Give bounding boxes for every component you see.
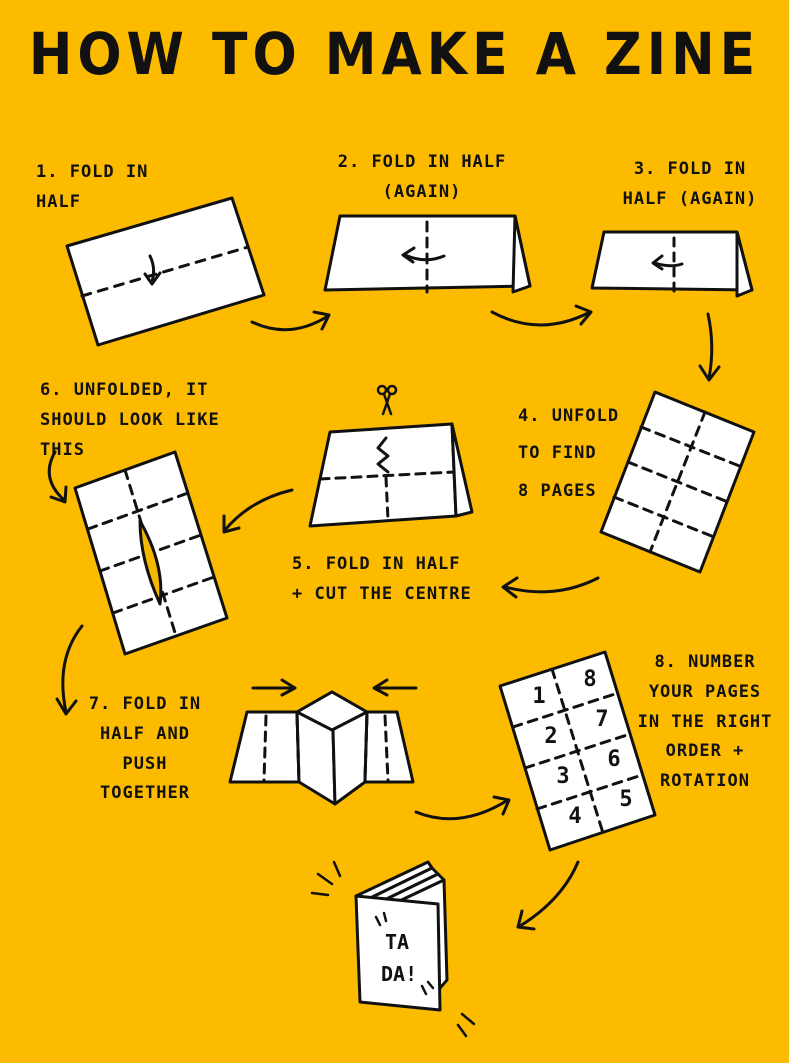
- step1-label: 1. FOLD IN HALF: [36, 162, 149, 212]
- step1-sheet: [65, 196, 266, 347]
- arrow-step4-to-step5: [501, 576, 600, 599]
- page-number: 2: [544, 724, 558, 749]
- step5-folded-cut-sheet: [308, 422, 474, 528]
- page-number: 3: [556, 764, 570, 789]
- sparkle-lines: [310, 860, 476, 1038]
- arrow-label6-to-sheet: [47, 450, 68, 504]
- step2-folded-sheet: [323, 214, 532, 294]
- arrow-step2-to-step3: [490, 304, 593, 327]
- step6-label: 6. UNFOLDED, IT SHOULD LOOK LIKE THIS: [40, 380, 220, 460]
- step2-label: 2. FOLD IN HALF (AGAIN): [337, 152, 507, 202]
- page-number: 8: [583, 667, 597, 692]
- step8-label: 8. NUMBER YOUR PAGES IN THE RIGHT ORDER …: [637, 652, 773, 791]
- step4-label: 4. UNFOLD TO FIND 8 PAGES: [518, 406, 620, 501]
- scissors-icon: [376, 384, 398, 416]
- page-number: 1: [532, 684, 546, 709]
- arrow-step7-to-step8: [414, 795, 511, 821]
- page-number: 7: [595, 707, 609, 732]
- step7-pushed-sheet: [228, 690, 415, 806]
- push-arrow-right: [372, 678, 418, 697]
- arrow-step5-to-step6: [222, 488, 294, 534]
- step6-unfolded-slit-sheet: [73, 450, 229, 656]
- arrow-step3-to-step4: [698, 312, 721, 382]
- page-number: 5: [619, 787, 633, 812]
- page-number: 4: [568, 804, 582, 829]
- page-number: 6: [607, 747, 621, 772]
- booklet-text-line2: DA!: [381, 962, 418, 986]
- step3-label: 3. FOLD IN HALF (AGAIN): [622, 159, 758, 209]
- step5-label: 5. FOLD IN HALF + CUT THE CENTRE: [292, 554, 472, 604]
- step8-numbered-sheet: [498, 650, 657, 852]
- booklet-text-line1: TA: [385, 930, 410, 954]
- page-title: HOW TO MAKE A ZINE: [28, 21, 761, 89]
- arrow-step6-to-step7: [55, 624, 84, 716]
- step7-label: 7. FOLD IN HALF AND PUSH TOGETHER: [88, 694, 202, 804]
- step3-folded-sheet: [590, 230, 754, 298]
- arrow-step1-to-step2: [250, 310, 331, 332]
- arrow-step8-to-booklet: [516, 860, 580, 931]
- finished-zine-booklet: [354, 860, 449, 1012]
- step4-unfolded-sheet: [599, 390, 756, 574]
- push-arrow-left: [251, 678, 297, 697]
